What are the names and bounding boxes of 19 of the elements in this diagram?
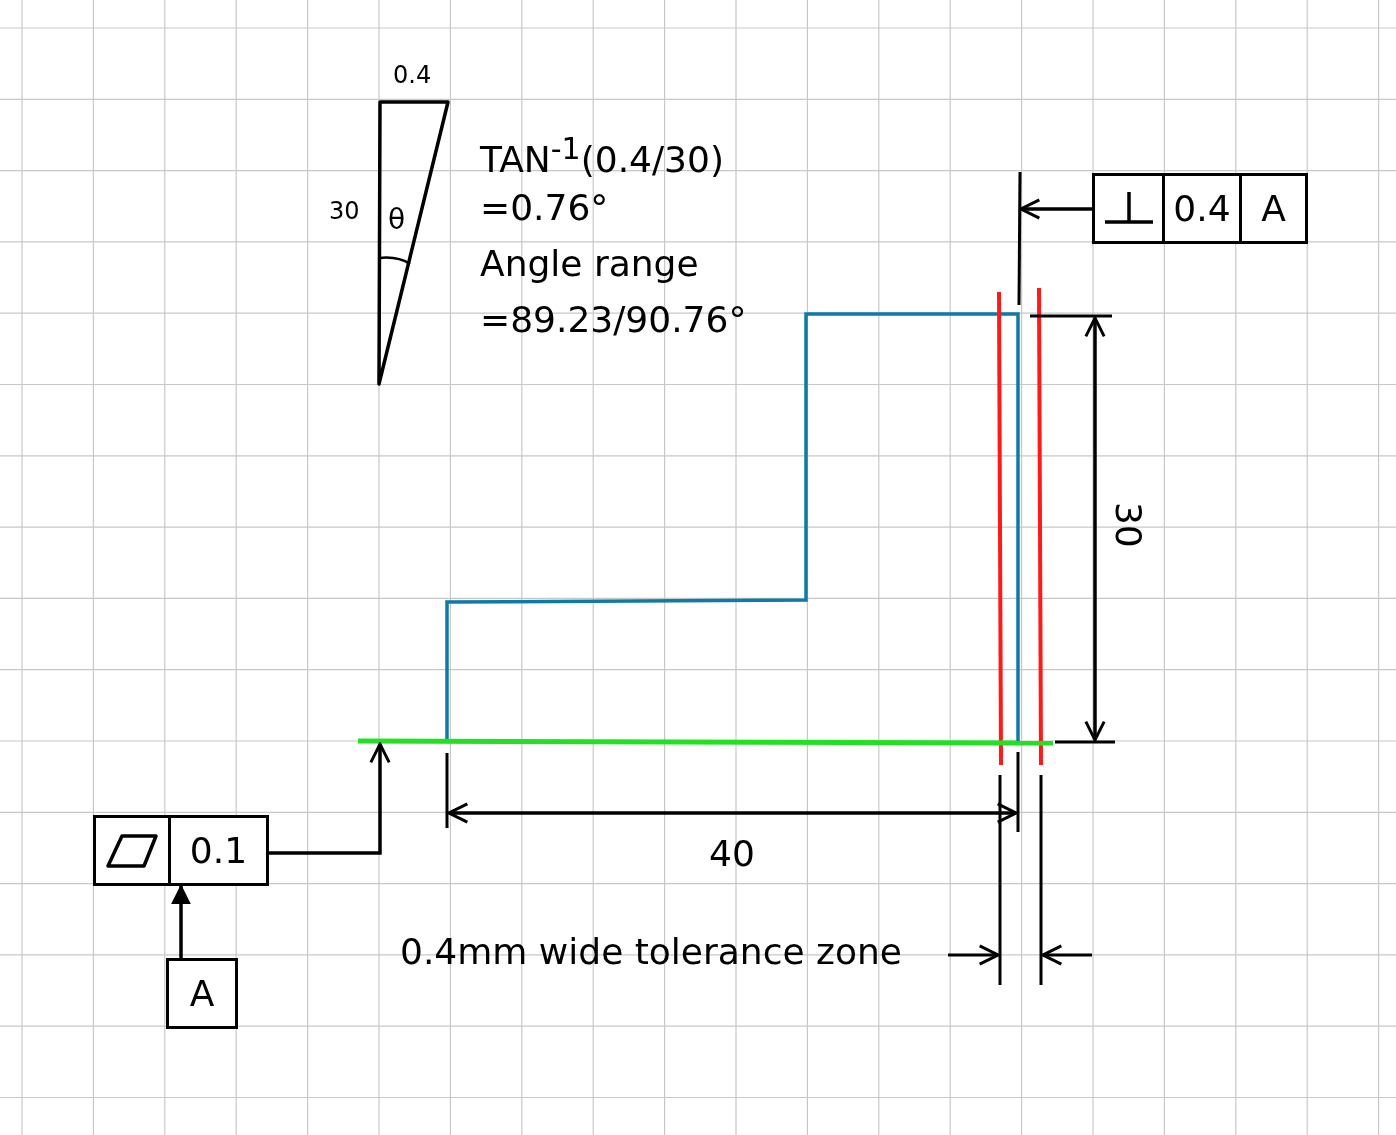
feature-control-frame bbox=[93, 815, 269, 886]
tolerance-zone-note: 0.4mm wide tolerance zone bbox=[400, 932, 902, 972]
dimension-value: 30 bbox=[1108, 501, 1148, 548]
datum-leader-line bbox=[171, 884, 191, 958]
datum-label: A bbox=[166, 958, 238, 1029]
feature-control-frame bbox=[1092, 173, 1308, 244]
leader-arrow bbox=[269, 742, 391, 855]
tolerance-value: 0.1 bbox=[189, 830, 248, 871]
formula-text: Angle range bbox=[480, 244, 699, 284]
leader-arrow bbox=[1019, 198, 1092, 220]
datum-reference: A bbox=[1261, 188, 1286, 229]
formula-text: =89.23/90.76° bbox=[480, 300, 747, 340]
angle-symbol: θ bbox=[388, 205, 406, 236]
formula-text: =0.76° bbox=[480, 188, 609, 228]
tolerance-value: 0.4 bbox=[1173, 188, 1231, 229]
dimension-value: 40 bbox=[709, 834, 755, 874]
dimension-value: 30 bbox=[329, 198, 360, 225]
dimension-value: 0.4 bbox=[393, 62, 432, 89]
formula-text: TAN$^{-1}$(0.4/30) bbox=[480, 132, 724, 180]
